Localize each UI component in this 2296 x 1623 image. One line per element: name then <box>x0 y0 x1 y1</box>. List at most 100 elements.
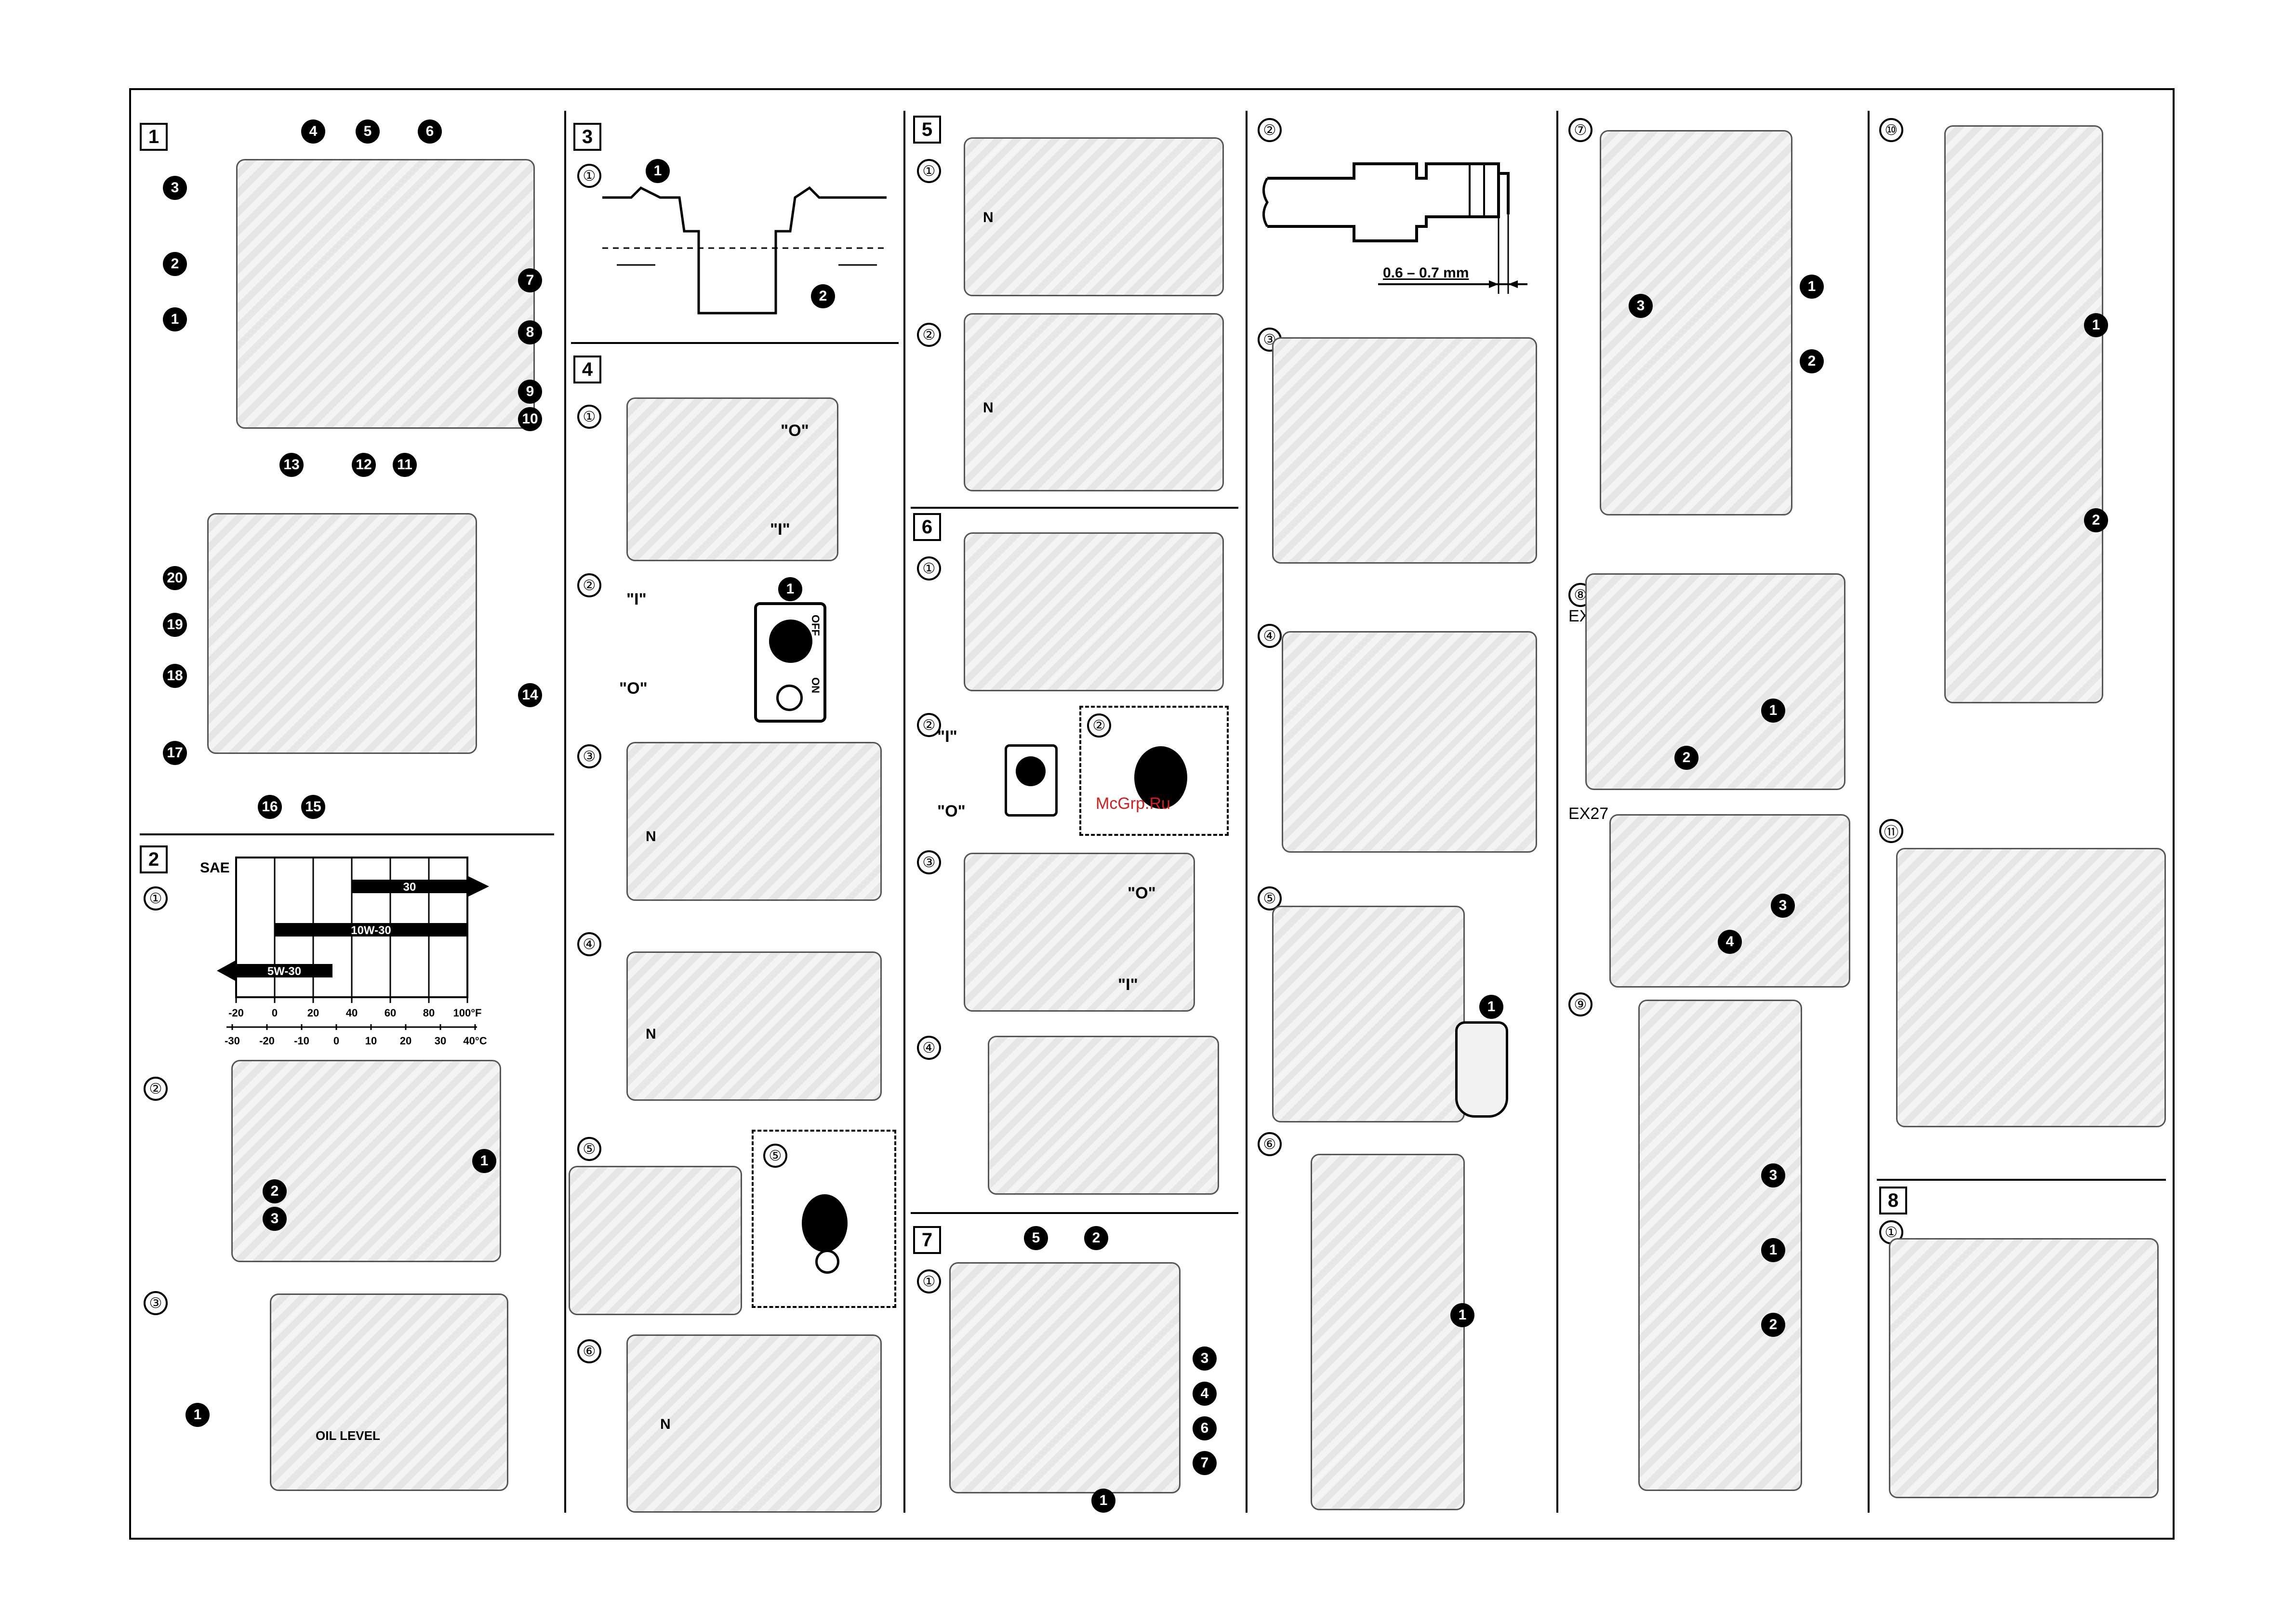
fuel-sediment-cup-illustration <box>1272 906 1465 1122</box>
recoil-starter-illustration <box>569 1166 742 1315</box>
step-5-marker: ⑤ <box>1258 886 1282 910</box>
oil-drain-pan-illustration <box>1272 337 1537 564</box>
chart-bar-label: 30 <box>403 881 416 894</box>
callout-1: 1 <box>1479 995 1503 1019</box>
step-5-marker: ⑤ <box>763 1144 787 1168</box>
callout-7: 7 <box>1193 1451 1217 1475</box>
callout-3: 3 <box>1193 1346 1217 1371</box>
chart-c-tick-label: -30 <box>225 1035 240 1047</box>
chart-bar <box>352 880 467 893</box>
off-mark: "O" <box>1128 884 1156 902</box>
sediment-cup-shape <box>1455 1021 1508 1118</box>
double-element-air-cleaner-illustration <box>1600 130 1792 515</box>
callout-2: 2 <box>163 252 187 276</box>
step-4-marker: ④ <box>577 932 601 956</box>
fuel-cock-illustration <box>626 397 838 561</box>
section-divider <box>1877 1179 2166 1181</box>
chart-bar-arrow <box>467 876 489 897</box>
step-2-marker: ② <box>144 1077 168 1101</box>
section-5-label: 5 <box>913 116 941 144</box>
choke-grip-icon <box>815 1250 839 1274</box>
callout-14: 14 <box>518 683 542 707</box>
callout-1: 1 <box>2084 313 2108 337</box>
chart-f-tick-label: 100°F <box>453 1007 482 1019</box>
callout-4: 4 <box>1193 1382 1217 1406</box>
callout-11: 11 <box>393 453 417 477</box>
on-mark: "I" <box>937 727 957 746</box>
column-divider <box>903 111 905 1513</box>
spark-plug-gap-value: 0.6 – 0.7 mm <box>1383 265 1469 281</box>
callout-1: 1 <box>1091 1489 1115 1513</box>
chart-c-tick-label: -20 <box>259 1035 275 1047</box>
callout-18: 18 <box>163 664 187 688</box>
choke-lever-illustration <box>626 742 882 901</box>
chart-c-tick-label: -10 <box>294 1035 309 1047</box>
step-5-marker: ⑤ <box>577 1137 601 1161</box>
callout-7: 7 <box>518 268 542 292</box>
step-3-marker: ③ <box>917 850 941 874</box>
step-1-marker: ① <box>577 405 601 429</box>
callout-3: 3 <box>1761 1163 1785 1188</box>
chart-c-tick-label: 10 <box>365 1035 377 1047</box>
chart-c-tick-label: 20 <box>400 1035 411 1047</box>
step-2-marker: ② <box>917 713 941 737</box>
callout-1: 1 <box>646 159 670 183</box>
callout-1: 1 <box>1761 699 1785 723</box>
callout-17: 17 <box>163 741 187 765</box>
step-1-marker: ① <box>577 164 601 188</box>
choke-close-illustration <box>964 137 1224 296</box>
throttle-slow-illustration <box>964 532 1224 691</box>
choke-detail-box: ② McGrp.Ru <box>1079 706 1229 836</box>
engine-parts-illustration <box>236 159 535 429</box>
step-4-marker: ④ <box>917 1036 941 1060</box>
spark-plug-gap-diagram <box>1262 162 1527 294</box>
chart-c-tick-label: 40°C <box>463 1035 487 1047</box>
fuel-cock-close-illustration <box>964 853 1195 1012</box>
oil-level-text: OIL LEVEL <box>316 1428 380 1443</box>
callout-13: 13 <box>279 453 304 477</box>
ex27-air-cleaner-illustration <box>1609 814 1850 988</box>
off-mark: "O" <box>937 802 966 820</box>
callout-1: 1 <box>472 1149 496 1173</box>
callout-1: 1 <box>163 307 187 331</box>
oil-level-tank-illustration <box>270 1293 508 1491</box>
section-1-label: 1 <box>140 123 168 151</box>
callout-2: 2 <box>1800 349 1824 373</box>
choke-open-illustration <box>964 313 1224 491</box>
step-4-marker: ④ <box>1258 624 1282 648</box>
step-2-marker: ② <box>917 323 941 347</box>
choke-knob-icon <box>1134 746 1187 809</box>
chart-f-tick-label: 20 <box>307 1007 319 1019</box>
chart-bar-label: 10W-30 <box>351 924 391 937</box>
callout-3: 3 <box>1771 894 1795 918</box>
step-1-marker: ① <box>917 159 941 183</box>
sae-label: SAE <box>200 860 230 876</box>
chart-c-tick-label: 30 <box>435 1035 446 1047</box>
on-mark: "I" <box>1118 976 1138 994</box>
callout-10: 10 <box>518 407 542 431</box>
callout-12: 12 <box>352 453 376 477</box>
step-11-marker: ⑪ <box>1879 819 1903 843</box>
callout-5: 5 <box>356 119 380 144</box>
dipstick-illustration <box>231 1060 501 1262</box>
on-mark: "I" <box>626 590 647 608</box>
callout-2: 2 <box>1084 1226 1108 1250</box>
storage-drain-illustration <box>1889 1238 2159 1498</box>
on-text: ON <box>810 677 822 693</box>
step-1-marker: ① <box>144 886 168 910</box>
section-6-label: 6 <box>913 513 941 541</box>
section-divider <box>911 1212 1238 1214</box>
switch-knob[interactable] <box>769 620 812 663</box>
step-1-marker: ① <box>917 556 941 581</box>
choke-detail-box: ⑤ <box>752 1130 896 1308</box>
switch-knob[interactable] <box>1016 756 1046 786</box>
off-mark: "O" <box>619 679 648 698</box>
chart-bar-label: 5W-30 <box>267 965 301 978</box>
chart-bar-arrow <box>217 960 236 981</box>
callout-3: 3 <box>1629 294 1653 318</box>
off-text: OFF <box>810 615 822 636</box>
air-cleaner-foam-illustration <box>1311 1154 1465 1510</box>
callout-15: 15 <box>301 795 325 819</box>
lever-n-mark: N <box>983 210 994 225</box>
section-divider <box>140 833 554 835</box>
